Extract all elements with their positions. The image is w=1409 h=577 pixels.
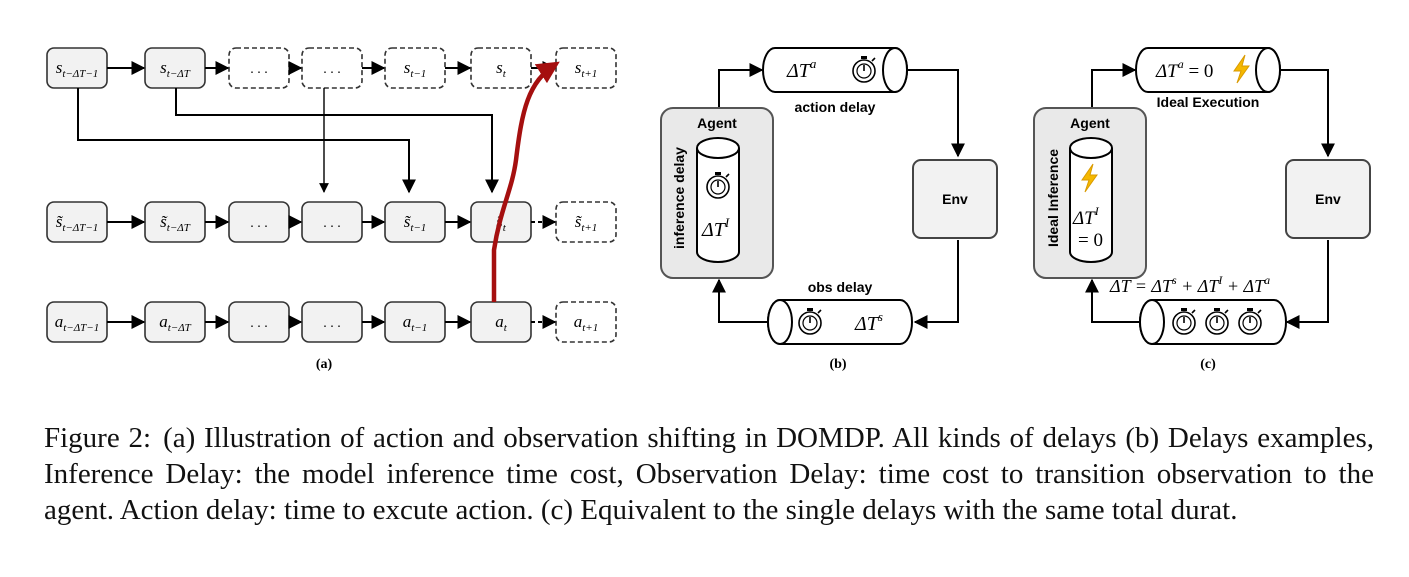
action-to-env-arrow [908,69,965,158]
total-delay-equation: ΔT = ΔTs + ΔTI + ΔTa [1109,273,1270,296]
inference-delay-label: inference delay [671,147,687,249]
agent-to-action-arrow [718,63,764,108]
node-label: at+1 [574,312,598,334]
inference-delay-cylinder: ΔTI [696,137,740,263]
ideal-execution-cylinder: ΔTa = 0 [1135,47,1281,93]
panel-c: ΔTa = 0 Ideal Execution Agent Ideal Infe… [1033,47,1371,372]
env-box [1285,159,1371,239]
node-label: . . . [250,62,268,77]
obs-delay-cylinder: ΔTs [767,299,913,345]
panel-b: ΔTa action delay Agent inference delay Δ… [660,47,998,372]
figure-2: st−ΔT−1 st−ΔT . . . . . . st−1 st st+1 s̃t−ΔT−… [46,47,1371,372]
node-label: s̃t−ΔT−1 [56,212,99,234]
shift-arrow-1 [77,88,416,194]
obs-delay-math: ΔTs [854,309,883,335]
node-label: st [496,58,507,80]
action-delay-cylinder: ΔTa [762,47,908,93]
agent-title: Agent [1070,115,1110,131]
action-delay-caption: action delay [795,99,876,115]
panel-b-label: (b) [829,357,846,372]
combined-delay-cylinder [1139,299,1287,345]
env-label: Env [1315,191,1341,207]
node-label: at−ΔT [159,312,191,334]
ideal-inference-label: Ideal Inference [1045,149,1061,247]
node-label: s̃t−ΔT [160,212,191,234]
panel-a: st−ΔT−1 st−ΔT . . . . . . st−1 st st+1 s̃t−ΔT−… [46,47,617,372]
node-label: . . . [323,316,341,331]
node-label: st−1 [404,58,427,80]
node-label: . . . [250,316,268,331]
action-delay-math: ΔTa [786,56,817,82]
obs-to-agent-arrow [1085,278,1140,323]
caption-text: (a) Illustration of action and observati… [44,422,1374,526]
ideal-inference-math: ΔTI [1072,204,1100,229]
node-label: s̃t+1 [575,212,598,234]
shift-arrow-2 [175,88,499,194]
node-label: st−ΔT−1 [56,58,99,80]
env-to-obs-arrow [1285,240,1329,329]
obs-to-agent-arrow [712,278,768,323]
inference-delay-math: ΔTI [701,215,730,241]
node-label: at−ΔT−1 [55,312,99,334]
node-label: at [495,312,508,334]
panel-c-label: (c) [1200,357,1216,372]
panel-a-label: (a) [316,357,333,372]
ideal-execution-caption: Ideal Execution [1157,94,1260,110]
node-label: s̃t−1 [404,212,427,234]
node-label: st−ΔT [160,58,191,80]
ideal-inference-cylinder: ΔTI = 0 [1069,137,1113,263]
node-label: at−1 [403,312,427,334]
chain-arrows [107,61,557,329]
ideal-inference-eq: = 0 [1078,230,1103,251]
env-to-obs-arrow [913,240,959,329]
action-to-env-arrow [1280,69,1335,158]
agent-to-action-arrow [1091,63,1137,108]
ideal-execution-math: ΔTa = 0 [1155,57,1213,82]
node-label: . . . [323,216,341,231]
node-label: . . . [323,62,341,77]
env-label: Env [942,191,968,207]
node-label: . . . [250,216,268,231]
node-label: st+1 [575,58,598,80]
figure-caption: Figure 2:(a) Illustration of action and … [44,420,1374,528]
env-box [912,159,998,239]
state-row: st−ΔT−1 st−ΔT . . . . . . st−1 st st+1 [46,47,617,89]
obs-delay-caption: obs delay [808,279,873,295]
caption-label: Figure 2: [44,422,152,454]
agent-title: Agent [697,115,737,131]
red-transition-arrow [491,61,560,302]
